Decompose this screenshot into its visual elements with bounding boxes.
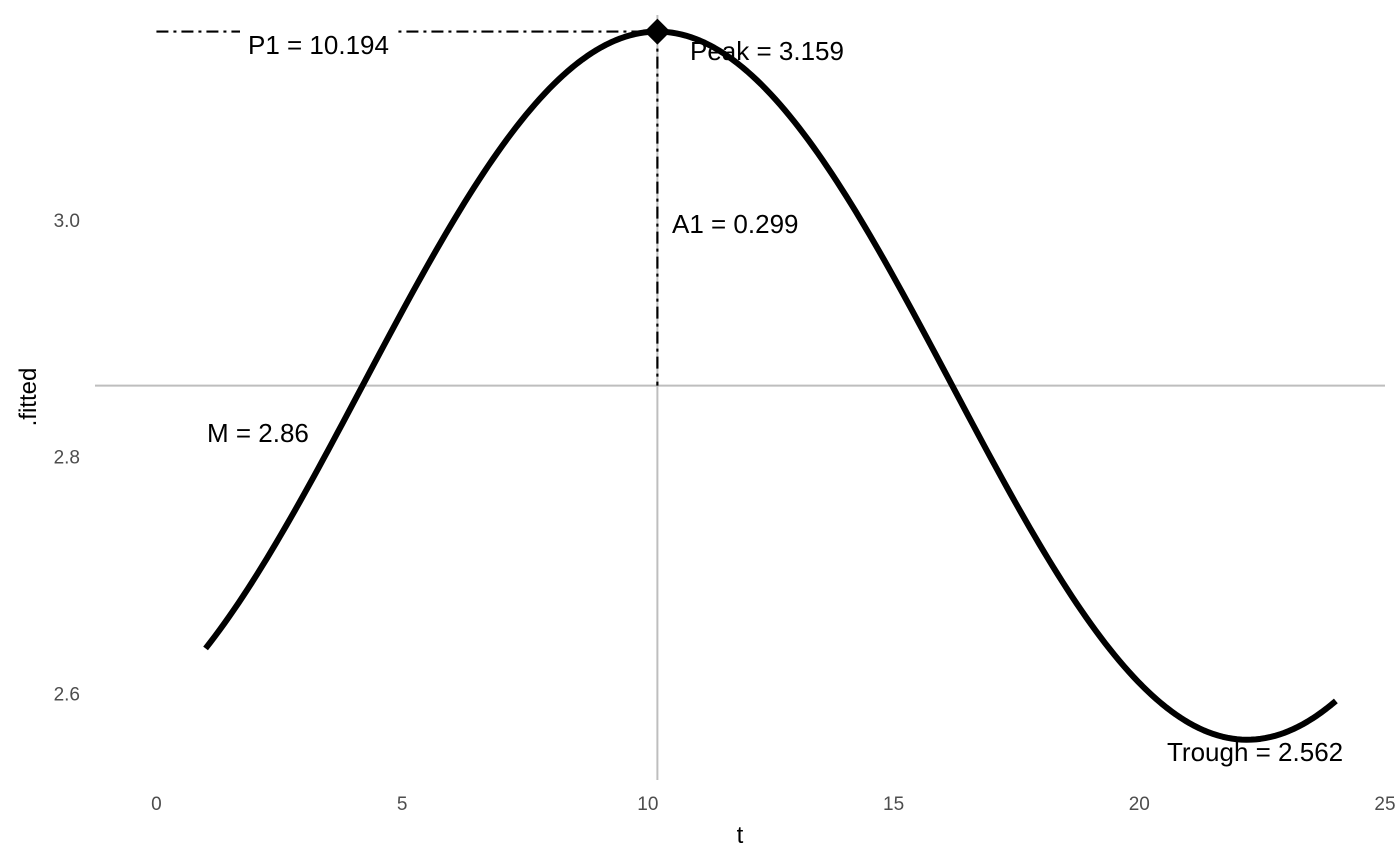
x-tick-label: 15: [883, 794, 904, 815]
a1-annotation: A1 = 0.299: [672, 209, 799, 239]
x-tick-label: 5: [397, 794, 408, 815]
x-axis-title: t: [737, 822, 744, 849]
tick-labels: 0 5 10 15 20 25 2.6 2.8 3.0: [54, 211, 1396, 815]
x-tick-label: 20: [1129, 794, 1150, 815]
y-tick-label: 2.8: [54, 448, 80, 469]
trough-annotation: Trough = 2.562: [1167, 737, 1343, 767]
p1-label-background: [240, 28, 397, 62]
y-tick-label: 2.6: [54, 685, 80, 706]
p1-annotation: P1 = 10.194: [248, 30, 389, 60]
peak-marker-layer: [644, 18, 671, 45]
fitted-curve-layer: [203, 28, 1338, 743]
peak-annotation: Peak = 3.159: [690, 36, 844, 66]
x-tick-label: 10: [637, 794, 658, 815]
dashed-guides: [156, 30, 659, 386]
reference-lines: [95, 15, 1385, 780]
mesor-annotation: M = 2.86: [207, 418, 309, 448]
x-tick-label: 25: [1374, 794, 1395, 815]
x-tick-label: 0: [151, 794, 162, 815]
fitted-curve: [203, 28, 1338, 743]
peak-marker: [644, 18, 671, 45]
y-axis-title: .fitted: [15, 368, 42, 427]
y-tick-label: 3.0: [54, 211, 80, 232]
